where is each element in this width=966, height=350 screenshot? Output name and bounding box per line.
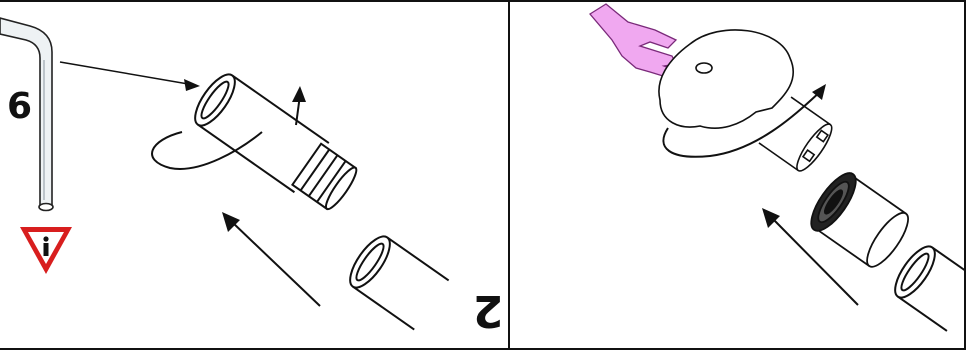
- warning-triangle-icon: [20, 227, 72, 274]
- step-number: 2: [473, 285, 504, 336]
- aerator-housing: [188, 69, 363, 217]
- aerator-wrench-tool: [659, 30, 793, 128]
- key-pointer-arrow: [60, 62, 200, 91]
- right-panel: [590, 4, 966, 331]
- aerator-cap: [888, 241, 966, 331]
- assembly-direction-arrow: [222, 212, 320, 306]
- key-size-label: 6: [7, 86, 32, 127]
- aerator-insert: [803, 167, 916, 274]
- assembly-direction-arrow: [762, 208, 858, 305]
- left-panel: 6: [0, 18, 503, 336]
- aerator-cap: [343, 231, 449, 330]
